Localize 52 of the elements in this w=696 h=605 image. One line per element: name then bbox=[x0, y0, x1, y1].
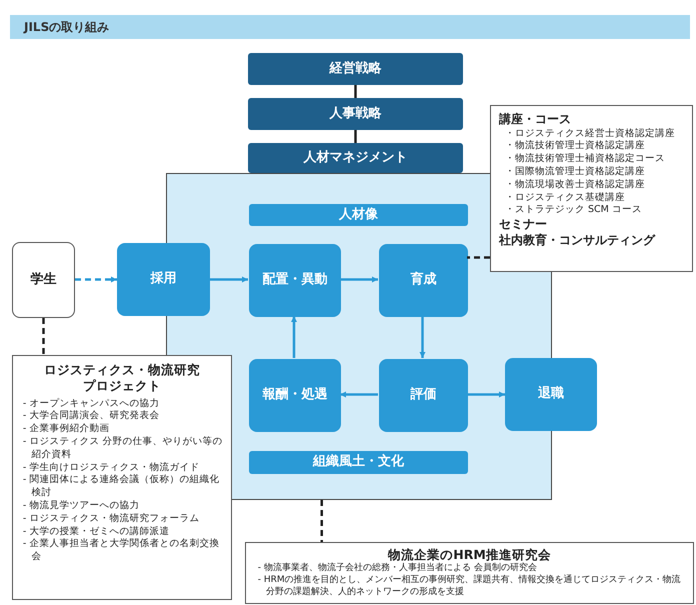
list-item: - ロジスティクス・物流研究フォーラム bbox=[22, 512, 200, 526]
connector-line bbox=[467, 256, 490, 259]
title-banner: JILSの取り組み bbox=[10, 15, 690, 39]
banner-box: 人材像 bbox=[249, 204, 468, 226]
list-item: - 物流事業者、物流子会社の総務・人事担当者による 会員制の研究会 bbox=[256, 563, 538, 574]
connector-line bbox=[320, 500, 323, 542]
strategy-box: 人事戦略 bbox=[248, 98, 463, 130]
list-item: - 関連団体による連絡会議（仮称）の組織化検討 bbox=[22, 474, 220, 500]
process-box: 採用 bbox=[117, 243, 210, 316]
heading: 物流企業のHRM推進研究会 bbox=[386, 547, 552, 562]
heading: セミナー bbox=[499, 217, 548, 233]
callout-box bbox=[12, 355, 232, 600]
connector-line bbox=[354, 85, 357, 98]
list-item: - 企業事例紹介動画 bbox=[22, 423, 110, 436]
connector-line bbox=[354, 130, 357, 143]
arrow bbox=[210, 276, 248, 282]
list-item: - 物流見学ツアーへの協力 bbox=[22, 500, 140, 513]
arrow bbox=[467, 392, 505, 398]
list-item: ・物流技術管理士資格認定講座 bbox=[504, 140, 646, 153]
process-box: 退職 bbox=[505, 358, 597, 431]
list-item: - 大学合同講演会、研究発表会 bbox=[22, 410, 160, 423]
strategy-box: 経営戦略 bbox=[248, 53, 463, 85]
arrow bbox=[291, 316, 297, 358]
list-item: ・物流技術管理士補資格認定コース bbox=[504, 153, 666, 166]
list-item: - 大学の授業・ゼミへの講師派遣 bbox=[22, 526, 170, 538]
list-item: ・国際物流管理士資格認定講座 bbox=[504, 166, 646, 179]
banner-box: 組織風土・文化 bbox=[249, 451, 468, 474]
list-item: - 学生向けロジスティクス・物流ガイド bbox=[22, 462, 200, 474]
arrow bbox=[420, 316, 426, 358]
list-item: - HRMの推進を目的とし、メンバー相互の事例研究、課題共有、情報交換を通じてロジスティクス・物流分野の課題解決、人的ネットワークの形成を支援 bbox=[256, 574, 682, 598]
process-box: 評価 bbox=[379, 359, 468, 432]
arrow bbox=[340, 392, 378, 398]
list-item: - 企業人事担当者と大学関係者との名刺交換会 bbox=[22, 538, 220, 564]
heading: 講座・コース bbox=[499, 112, 572, 128]
list-item: ・ロジスティクス経営士資格認定講座 bbox=[504, 128, 676, 140]
process-box: 配置・異動 bbox=[249, 244, 341, 317]
connector-line bbox=[42, 318, 45, 355]
arrow bbox=[340, 276, 378, 282]
list-item: - オープンキャンパスへの協力 bbox=[22, 398, 160, 410]
process-box: 報酬・処遇 bbox=[249, 359, 341, 432]
callout-box bbox=[490, 105, 693, 272]
list-item: ・物流現場改善士資格認定講座 bbox=[504, 178, 646, 192]
heading: ロジスティクス・物流研究プロジェクト bbox=[43, 362, 201, 396]
list-item: - ロジスティクス 分野の仕事、やりがい等の紹介資料 bbox=[22, 436, 223, 462]
student-box: 学生 bbox=[12, 242, 75, 318]
arrow bbox=[75, 276, 117, 282]
heading: 社内教育・コンサルティング bbox=[499, 232, 656, 248]
list-item: ・ストラテジック SCM コース bbox=[504, 204, 643, 218]
callout-box bbox=[245, 542, 694, 604]
process-box: 育成 bbox=[379, 244, 468, 317]
list-item: ・ロジスティクス基礎講座 bbox=[504, 192, 626, 204]
strategy-box: 人材マネジメント bbox=[248, 143, 463, 173]
